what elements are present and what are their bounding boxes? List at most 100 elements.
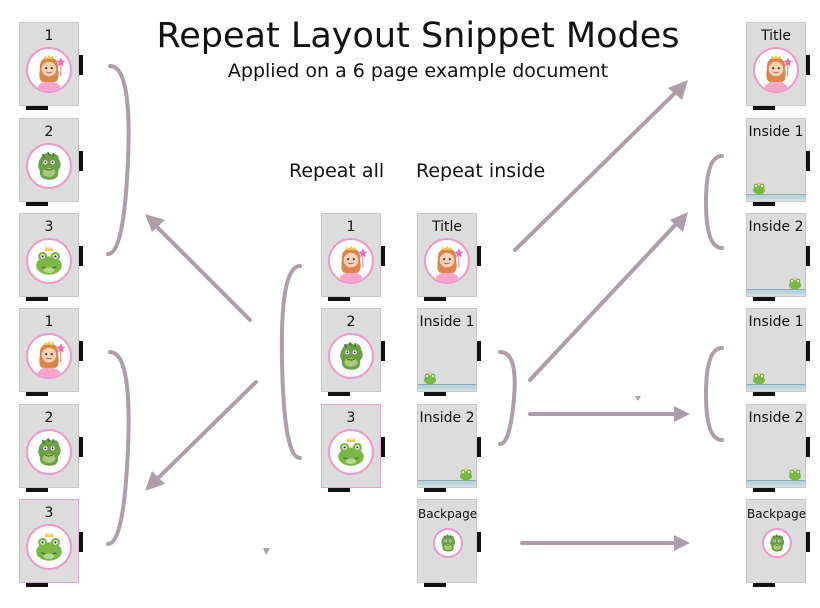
ground-strip [747, 480, 805, 485]
ground-strip [418, 480, 476, 485]
page-tab-right [806, 532, 810, 552]
page-tab-bottom [753, 488, 775, 492]
dragon-icon [762, 528, 792, 558]
page-label: Inside 1 [748, 124, 804, 140]
page-tab-right [806, 437, 810, 457]
princess-icon [328, 238, 374, 284]
page-repeat-inside-3: Inside 2 [417, 404, 481, 492]
frog-icon [422, 371, 438, 385]
arrowhead-right-inside-bottom [674, 406, 690, 422]
princess-icon [753, 47, 799, 93]
page-label: Inside 2 [419, 410, 475, 426]
arrowhead-right-inside-top [670, 212, 688, 232]
page-left-1: 1 [19, 22, 83, 110]
page-label: 2 [346, 314, 356, 330]
page-label: Backpage [418, 507, 478, 521]
page-repeat-inside-2: Inside 1 [417, 308, 481, 396]
page-label: 3 [346, 410, 356, 426]
page-left-5: 2 [19, 404, 83, 492]
bracket-repeat-inside [498, 350, 517, 446]
frog-icon [751, 371, 767, 385]
page-tab-right [381, 437, 385, 457]
arrow-to-left-bottom [150, 380, 258, 486]
page-label: Title [760, 28, 791, 44]
page-right-6: Backpage [746, 499, 810, 587]
diagram-subtitle: Applied on a 6 page example document [227, 60, 609, 82]
page-tab-right [806, 341, 810, 361]
page-tab-right [806, 151, 810, 171]
page-repeat-all-2: 2 [321, 308, 385, 396]
page-repeat-all-3: 3 [321, 404, 385, 492]
column-label-repeat-inside: Repeat inside [416, 160, 546, 182]
diagram-title: Repeat Layout Snippet Modes [156, 16, 680, 56]
page-tab-right [79, 532, 83, 552]
frog-icon [787, 276, 803, 290]
stray-mark [635, 396, 641, 401]
page-tab-bottom [753, 297, 775, 301]
ground-strip [747, 194, 805, 199]
page-tab-right [381, 341, 385, 361]
page-right-4: Inside 1 [746, 308, 810, 396]
bracket-repeat-all [279, 264, 302, 460]
frog-icon [26, 524, 72, 570]
page-tab-right [806, 55, 810, 75]
page-tab-bottom [424, 583, 446, 587]
page-tab-bottom [753, 202, 775, 206]
page-tab-right [79, 341, 83, 361]
dragon-icon [26, 143, 72, 189]
page-right-3: Inside 2 [746, 213, 810, 301]
page-label: 3 [44, 219, 54, 235]
dragon-icon [328, 333, 374, 379]
arrow-to-right-title [513, 88, 680, 252]
page-label: 2 [44, 124, 54, 140]
page-left-6: 3 [19, 499, 83, 587]
ground-strip [418, 384, 476, 389]
arrow-to-left-top [150, 220, 252, 322]
page-tab-right [477, 341, 481, 361]
page-repeat-inside-4: Backpage [417, 499, 481, 587]
ground-strip [747, 384, 805, 389]
page-tab-bottom [328, 392, 350, 396]
page-tab-right [79, 55, 83, 75]
page-right-1: Title [746, 22, 810, 110]
page-left-3: 3 [19, 213, 83, 301]
page-tab-right [477, 532, 481, 552]
page-tab-bottom [26, 392, 48, 396]
bracket-right-bottom [703, 346, 724, 442]
page-tab-bottom [753, 106, 775, 110]
arrowhead-right-backpage [674, 535, 690, 551]
frog-icon [328, 429, 374, 475]
arrow-to-right-inside-top [528, 220, 680, 382]
page-tab-bottom [26, 106, 48, 110]
bracket-right-top [703, 154, 724, 250]
page-repeat-all-1: 1 [321, 213, 385, 301]
dragon-icon [26, 429, 72, 475]
arrowhead-left-bottom [145, 471, 165, 491]
frog-icon [26, 238, 72, 284]
page-tab-bottom [328, 488, 350, 492]
page-tab-right [477, 437, 481, 457]
page-tab-right [806, 246, 810, 266]
page-tab-bottom [328, 297, 350, 301]
page-label: Inside 1 [419, 314, 475, 330]
page-label: Inside 1 [748, 314, 804, 330]
page-tab-bottom [26, 202, 48, 206]
page-repeat-inside-1: Title [417, 213, 481, 301]
page-label: 1 [44, 28, 54, 44]
page-label: Inside 2 [748, 410, 804, 426]
page-tab-bottom [26, 488, 48, 492]
frog-icon [458, 467, 474, 481]
princess-icon [26, 47, 72, 93]
page-label: 1 [346, 219, 356, 235]
ground-strip [747, 289, 805, 294]
bracket-left-bottom [106, 350, 131, 546]
princess-icon [424, 238, 470, 284]
page-left-4: 1 [19, 308, 83, 396]
column-label-repeat-all: Repeat all [289, 160, 385, 182]
stray-mark [263, 548, 270, 555]
arrowhead-right-title [668, 80, 688, 100]
page-label: Inside 2 [748, 219, 804, 235]
page-label: Backpage [747, 507, 807, 521]
page-tab-bottom [424, 392, 446, 396]
